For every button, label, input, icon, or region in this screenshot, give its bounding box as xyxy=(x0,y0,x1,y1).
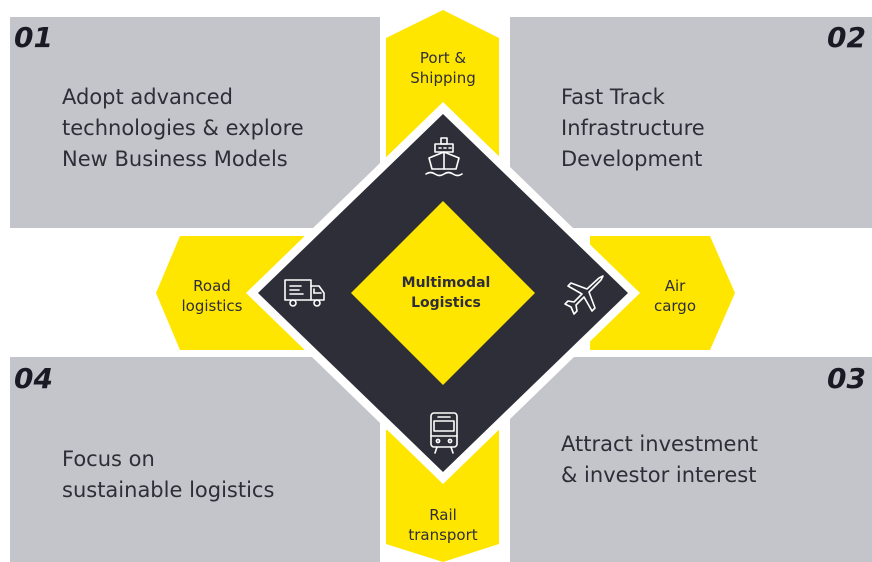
mode-label-air: Air cargo xyxy=(653,277,697,315)
quadrant-03 xyxy=(510,357,872,562)
quadrant-number-03: 03 xyxy=(827,362,866,395)
quadrant-02 xyxy=(510,17,872,228)
arrow-left-road xyxy=(156,236,304,350)
ship-icon xyxy=(425,137,463,177)
mode-label-port: Port & Shipping xyxy=(410,49,476,87)
quadrant-text-03: Attract investment & investor interest xyxy=(561,432,759,487)
quadrant-number-02: 02 xyxy=(827,21,866,54)
arrow-right-air xyxy=(590,236,735,350)
quadrant-01 xyxy=(10,17,380,228)
quadrant-number-04: 04 xyxy=(14,362,53,395)
quadrant-text-01: Adopt advanced technologies & explore Ne… xyxy=(62,85,304,171)
center-diamond xyxy=(351,201,535,385)
mode-label-rail: Rail transport xyxy=(408,506,478,544)
airplane-icon xyxy=(564,275,604,315)
truck-icon xyxy=(284,279,325,307)
train-icon xyxy=(430,412,458,454)
quadrant-text-02: Fast Track Infrastructure Development xyxy=(561,85,705,171)
mode-label-road: Road logistics xyxy=(181,277,243,315)
quadrant-number-01: 01 xyxy=(14,21,53,54)
center-label: Multimodal Logistics xyxy=(401,275,491,311)
quadrant-04 xyxy=(10,357,380,562)
quadrant-text-04: Focus on sustainable logistics xyxy=(62,447,275,502)
arrow-down-rail xyxy=(386,430,499,562)
